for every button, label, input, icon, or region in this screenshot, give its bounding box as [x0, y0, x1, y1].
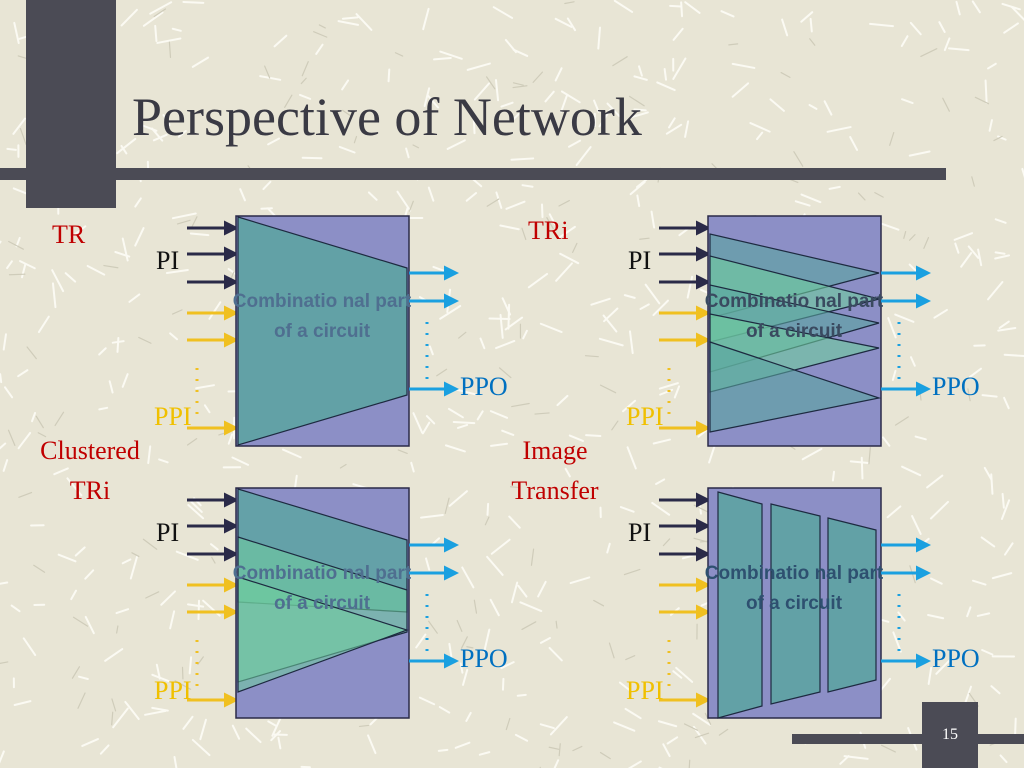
- decorative-bottom-rule: [792, 734, 1024, 744]
- pi-label-tri: PI: [628, 246, 652, 275]
- ppi-label-image-transfer: PPI: [626, 676, 664, 705]
- ppi-label-tri: PPI: [626, 402, 664, 431]
- ppo-label-image-transfer: PPO: [932, 644, 980, 673]
- panel-tri: [659, 215, 931, 447]
- ppi-label-clustered-tri: PPI: [154, 676, 192, 705]
- block-text-clustered-tri: Combinatio nal part of a circuit: [232, 563, 412, 614]
- pi-label-image-transfer: PI: [628, 518, 652, 547]
- logic-cone-5: [709, 341, 882, 433]
- ppi-label-tr: PPI: [154, 402, 192, 431]
- heading-clustered-tri-line2: TRi: [69, 476, 111, 505]
- block-text-tri: Combinatio nal part of a circuit: [704, 291, 884, 342]
- heading-tr: TR: [52, 220, 86, 249]
- slide-title: Perspective of Network: [132, 87, 642, 147]
- logic-strip-3: [827, 517, 877, 693]
- logic-cone: [237, 216, 408, 446]
- logic-strip-1: [717, 491, 763, 719]
- logic-cone-3: [237, 576, 409, 693]
- block-text-tr: Combinatio nal part of a circuit: [232, 291, 412, 342]
- decorative-horizontal-rule: [0, 168, 946, 180]
- heading-image-transfer-line2: Transfer: [511, 476, 599, 505]
- pi-label-clustered-tri: PI: [156, 518, 180, 547]
- ppo-label-tr: PPO: [460, 372, 508, 401]
- heading-tri: TRi: [528, 216, 569, 245]
- logic-strip-2: [770, 503, 821, 705]
- panel-clustered-tri: [187, 487, 459, 719]
- ppo-label-tri: PPO: [932, 372, 980, 401]
- ppo-label-clustered-tri: PPO: [460, 644, 508, 673]
- heading-clustered-tri-line1: Clustered: [40, 436, 140, 465]
- slide-number: 15: [922, 702, 978, 768]
- heading-image-transfer-line1: Image: [522, 436, 588, 465]
- block-text-image-transfer: Combinatio nal part of a circuit: [704, 563, 884, 614]
- panel-tr: [187, 215, 459, 447]
- panel-image-transfer: [659, 487, 931, 719]
- pi-label-tr: PI: [156, 246, 180, 275]
